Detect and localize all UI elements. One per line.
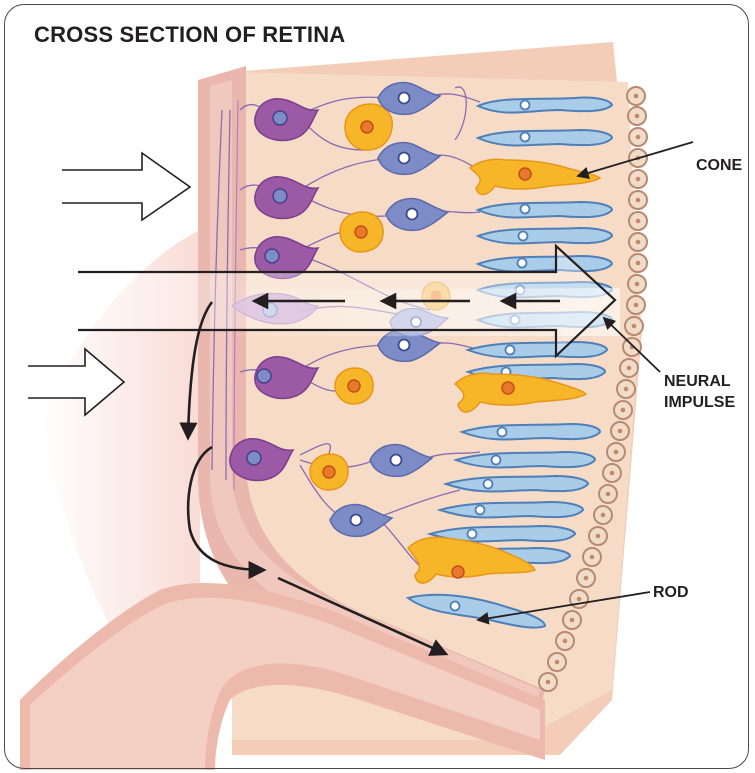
neural-impulse-label: NEURAL IMPULSE [664, 371, 735, 413]
neural-impulse-label-line2: IMPULSE [664, 392, 735, 413]
diagram-title: CROSS SECTION OF RETINA [34, 22, 345, 48]
cone-label: CONE [696, 155, 742, 176]
rod-label: ROD [653, 582, 689, 603]
diagram-frame [4, 4, 749, 769]
neural-impulse-label-line1: NEURAL [664, 371, 735, 392]
